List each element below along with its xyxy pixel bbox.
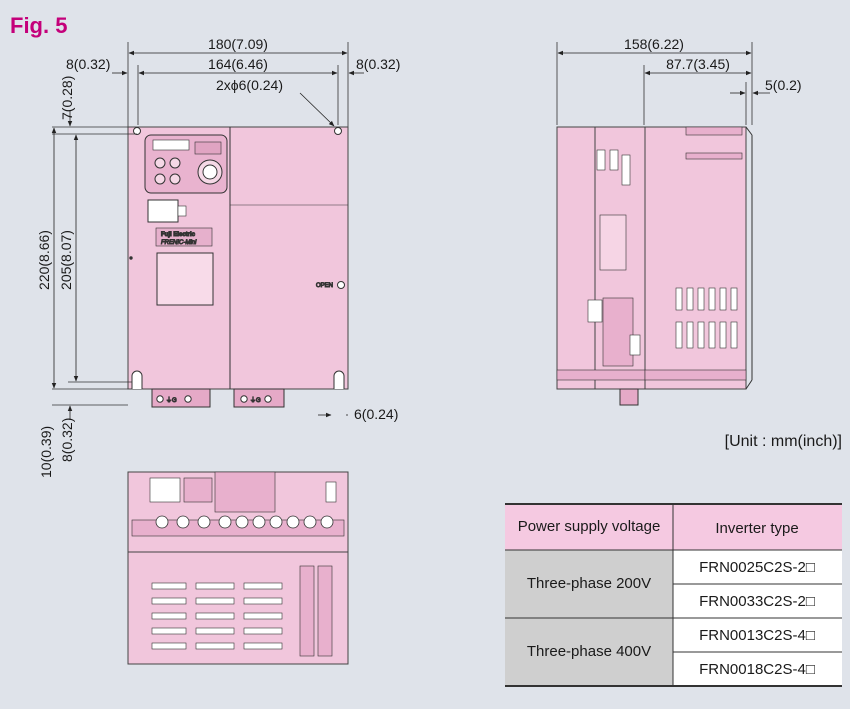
side-dimensions — [557, 50, 770, 96]
dim-depth-total: 158(6.22) — [624, 36, 684, 52]
figure-label: Fig. 5 — [10, 13, 67, 38]
side-view — [556, 42, 753, 406]
dim-right-margin: 8(0.32) — [356, 56, 400, 72]
dim-bottom-slot: 6(0.24) — [354, 406, 398, 422]
voltage-200v: Three-phase 200V — [526, 575, 652, 592]
svg-text:⏚G: ⏚G — [250, 397, 261, 404]
brand-label: Fuji Electric — [161, 232, 196, 238]
model-label: FRENIC-Mini — [161, 240, 197, 246]
dim-bottom-8: 8(0.32) — [59, 418, 75, 462]
type-cell: FRN0013C2S-4□ — [699, 627, 815, 644]
type-cell: FRN0025C2S-2□ — [699, 559, 815, 576]
inverter-table — [505, 503, 842, 687]
front-view: Fuji Electric FRENIC-Mini OPEN ⏚G ⏚G — [52, 42, 349, 408]
dim-bottom-10: 10(0.39) — [38, 426, 54, 478]
svg-text:⏚G: ⏚G — [166, 397, 177, 404]
dim-holes: 2xϕ6(0.24) — [216, 77, 283, 93]
dim-depth-small: 5(0.2) — [765, 77, 802, 93]
dim-overall-width: 180(7.09) — [208, 36, 268, 52]
unit-note: [Unit : mm(inch)] — [725, 433, 842, 450]
terminal-screws — [155, 515, 334, 529]
voltage-400v: Three-phase 400V — [526, 643, 652, 660]
type-cell: FRN0018C2S-4□ — [699, 661, 815, 678]
dim-overall-height: 220(8.66) — [36, 230, 52, 290]
bottom-view — [127, 471, 349, 665]
dim-hole-height: 205(8.07) — [58, 230, 74, 290]
dim-hole-pitch: 164(6.46) — [208, 56, 268, 72]
dim-depth-partial: 87.7(3.45) — [666, 56, 730, 72]
header-voltage: Power supply voltage — [517, 518, 661, 535]
open-label: OPEN — [316, 283, 333, 289]
front-dimensions — [51, 50, 364, 420]
bottom-vents — [151, 582, 283, 650]
dim-top-offset: 7(0.28) — [59, 76, 75, 120]
header-type: Inverter type — [715, 520, 798, 537]
type-cell: FRN0033C2S-2□ — [699, 593, 815, 610]
dim-left-margin: 8(0.32) — [66, 56, 110, 72]
side-vents — [675, 287, 738, 349]
screw-icon — [337, 281, 345, 289]
